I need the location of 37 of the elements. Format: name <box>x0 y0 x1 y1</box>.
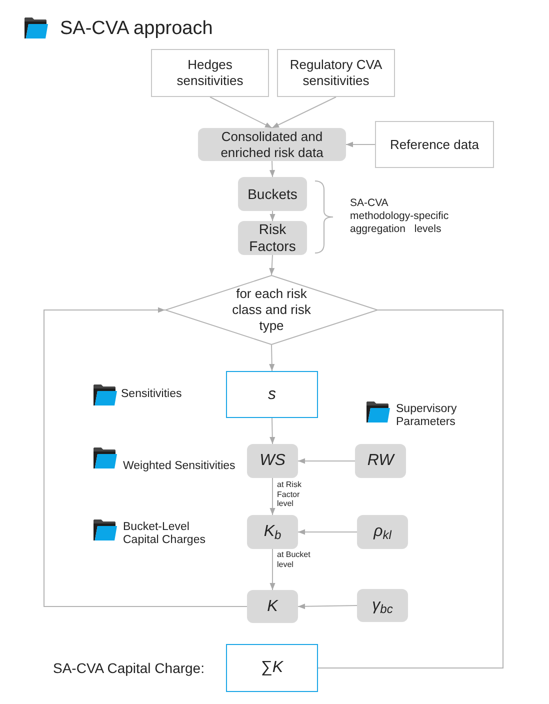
arrow <box>270 548 276 590</box>
section-label: Weighted Sensitivities <box>123 459 236 473</box>
formula-box: WS <box>247 444 298 478</box>
result-box: ∑K <box>226 644 318 692</box>
input-box: Regulatory CVA sensitivities <box>277 49 395 97</box>
arrow <box>210 96 272 128</box>
arrow <box>298 529 358 535</box>
arrow <box>272 96 336 128</box>
arrow <box>269 160 276 178</box>
arrow <box>269 344 275 372</box>
process-box: Consolidated and enriched risk data <box>198 128 346 161</box>
arrow <box>298 604 358 610</box>
arrow <box>270 210 276 222</box>
formula-box: K <box>247 590 298 623</box>
process-box: Risk Factors <box>238 221 307 255</box>
arrow <box>44 307 248 607</box>
formula-box: RW <box>355 444 406 478</box>
section-label: Bucket-Level Capital Charges <box>123 521 206 547</box>
section-label: Sensitivities <box>121 387 183 401</box>
formula-box: γ$_{bc}$ <box>357 589 408 622</box>
input-box: Hedges sensitivities <box>151 49 269 97</box>
input-box: Reference data <box>375 121 494 168</box>
formula-box: s <box>226 371 318 418</box>
arrow <box>270 418 276 444</box>
section-label: Supervisory Parameters <box>396 403 458 429</box>
formula-box: K$_{b}$ <box>247 515 298 549</box>
caption-text: SA-CVA Capital Charge: <box>53 659 204 677</box>
process-box: Buckets <box>238 177 307 211</box>
formula-box: ρ$_{kl}$ <box>357 515 408 549</box>
arrow <box>270 478 276 516</box>
arrow <box>269 254 275 276</box>
arrow <box>298 458 356 464</box>
arrow <box>346 142 376 148</box>
decision-diamond: for each risk class and risk type <box>165 275 378 345</box>
title-text: SA-CVA approach <box>60 17 213 41</box>
annotation-text: SA-CVA methodology-specific aggregation levels <box>350 197 450 236</box>
connector-line <box>318 310 504 668</box>
